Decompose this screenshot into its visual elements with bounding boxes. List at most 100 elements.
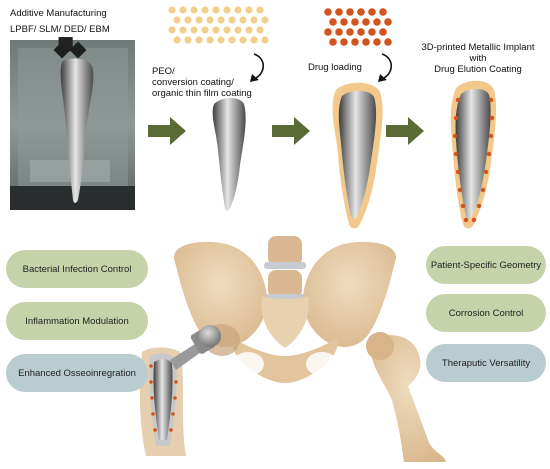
drug-particle: [324, 8, 332, 16]
coating-particles: [168, 6, 269, 44]
coating-particle: [179, 26, 187, 34]
drug-particle: [357, 8, 365, 16]
coating-particle: [245, 26, 253, 34]
coating-particle: [212, 6, 220, 14]
femur-implant-drug-dot: [149, 380, 153, 384]
implant-step-3: [332, 82, 383, 229]
drug-particle: [346, 28, 354, 36]
coating-particle: [168, 6, 176, 14]
implant-drug-dot: [460, 203, 466, 209]
benefit-corrosion-control: Corrosion Control: [426, 294, 546, 332]
drug-particle: [346, 8, 354, 16]
coating-particle: [217, 36, 225, 44]
drug-particle: [384, 38, 392, 46]
step4-line1: 3D-printed Metallic Implant: [421, 42, 535, 53]
implant-step-2: [212, 98, 246, 211]
am-chamber-illustration: [10, 37, 135, 210]
coating-particle: [250, 36, 258, 44]
coating-particle: [239, 16, 247, 24]
implant-drug-dot: [471, 217, 477, 223]
femur-implant-drug-dot: [150, 396, 154, 400]
implant-drug-dot: [483, 169, 489, 175]
coating-particle: [173, 16, 181, 24]
pelvis-illustration: [139, 236, 446, 462]
drug-particle: [351, 38, 359, 46]
coating-particle: [261, 36, 269, 44]
coating-particle: [195, 36, 203, 44]
drug-particle: [384, 18, 392, 26]
benefit-inflammation-modulation: Inflammation Modulation: [6, 302, 148, 340]
drug-particle: [379, 8, 387, 16]
benefit-bacterial-infection-control: Bacterial Infection Control: [6, 250, 148, 288]
coating-particle: [206, 16, 214, 24]
implant-step-4: [450, 80, 497, 229]
implant-drug-dot: [457, 187, 463, 193]
femur-implant-drug-dot: [174, 380, 178, 384]
drug-particle: [335, 8, 343, 16]
step2-line3: organic thin film coating: [152, 88, 252, 99]
drug-particle: [362, 38, 370, 46]
implant-drug-dot: [463, 217, 469, 223]
implant-drug-dot: [480, 187, 486, 193]
curved-arrow-drug: [378, 53, 393, 82]
coating-particle: [228, 36, 236, 44]
benefit-therapeutic-versatility: Theraputic Versatility: [426, 344, 546, 382]
drug-particle: [340, 18, 348, 26]
step2-line2: conversion coating/: [152, 77, 234, 88]
coating-particle: [195, 16, 203, 24]
implant-drug-dot: [488, 97, 494, 103]
coating-particle: [250, 16, 258, 24]
step2-line1: PEO/: [152, 66, 175, 77]
coating-particle: [168, 26, 176, 34]
drug-particle: [329, 38, 337, 46]
coating-particle: [201, 6, 209, 14]
coating-particle: [184, 16, 192, 24]
femur-implant-drug-dot: [151, 412, 155, 416]
implant-drug-dot: [453, 151, 459, 157]
benefit-patient-specific-geometry: Patient-Specific Geometry: [426, 246, 546, 284]
coating-particle: [256, 26, 264, 34]
coating-particle: [223, 26, 231, 34]
implant-drug-dot: [452, 133, 458, 139]
coating-particle: [234, 26, 242, 34]
step4-line2: with: [469, 53, 487, 64]
step3-label: Drug loading: [308, 62, 362, 73]
coating-particle: [223, 6, 231, 14]
coating-particle: [190, 6, 198, 14]
drug-particle: [379, 28, 387, 36]
step1-methods: LPBF/ SLM/ DED/ EBM: [10, 24, 110, 35]
femur-implant-drug-dot: [149, 364, 153, 368]
femur-implant-drug-dot: [173, 396, 177, 400]
coating-particle: [201, 26, 209, 34]
drug-particle: [340, 38, 348, 46]
curved-arrow-coating: [250, 53, 265, 82]
coating-particle: [217, 16, 225, 24]
implant-drug-dot: [489, 115, 495, 121]
coating-particle: [173, 36, 181, 44]
step4-line3: Drug Elution Coating: [434, 64, 522, 75]
drug-particle: [368, 28, 376, 36]
drug-particle: [357, 28, 365, 36]
drug-particle: [335, 28, 343, 36]
implant-drug-dot: [486, 151, 492, 157]
coating-particle: [228, 16, 236, 24]
implant-drug-dot: [476, 203, 482, 209]
drug-particle: [351, 18, 359, 26]
arrow-3: [386, 117, 424, 145]
coating-particle: [212, 26, 220, 34]
coating-particle: [179, 6, 187, 14]
coating-particle: [245, 6, 253, 14]
drug-particles: [324, 8, 392, 46]
drug-particle: [373, 38, 381, 46]
step1-title: Additive Manufacturing: [10, 8, 107, 19]
implant-drug-dot: [488, 133, 494, 139]
implant-drug-dot: [455, 97, 461, 103]
coating-particle: [184, 36, 192, 44]
coating-particle: [234, 6, 242, 14]
arrow-1: [148, 117, 186, 145]
drug-particle: [368, 8, 376, 16]
benefit-enhanced-osseointegration: Enhanced Osseoinregration: [6, 354, 148, 392]
drug-particle: [362, 18, 370, 26]
coating-particle: [206, 36, 214, 44]
